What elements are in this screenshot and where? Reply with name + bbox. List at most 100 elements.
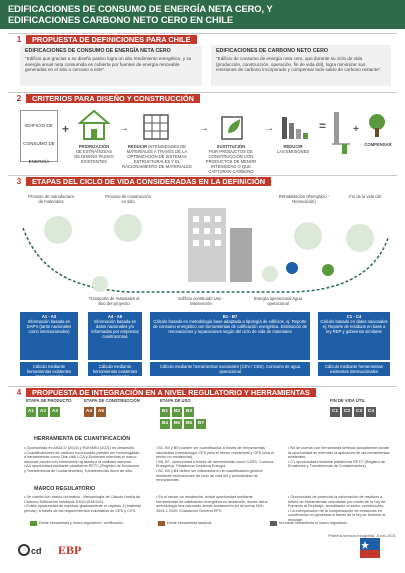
stage-code: C1 - C4: [346, 314, 362, 319]
tools-title: HERRAMIENTA DE CUANTIFICACIÓN: [34, 436, 131, 442]
legend-swatch: [270, 521, 277, 526]
stage-code-chip: B4: [160, 419, 170, 429]
group-title: ETAPA DE USO: [160, 398, 191, 403]
legend-text: Existe herramienta nacional: [167, 521, 212, 525]
arrow-icon: →: [199, 123, 209, 134]
definition-energy: EDIFICACIONES DE CONSUMO DE ENERGÍA NETA…: [20, 45, 202, 86]
lifecycle-label: Proceso de manufactura de materiales: [28, 194, 74, 204]
stage-text: Información basada en DAP's (tanto nacio…: [26, 319, 72, 334]
step-title: SUSTITUCIÓN: [216, 144, 246, 149]
leaf-icon: [214, 107, 250, 143]
header-banner: EDIFICACIONES DE CONSUMO DE ENERGÍA NETA…: [0, 0, 405, 29]
stage-box-a1a3: A1 - A3 Información basada en DAP's (tan…: [20, 312, 78, 360]
reg-col-3: • Oportunidad de potenciar la valorizaci…: [288, 495, 386, 522]
stage-box-a4a5: A4 - A5 Información basada en datos naci…: [88, 312, 142, 360]
definition-text: "Edificio de consumo de energía neta cer…: [216, 56, 382, 73]
lifecycle-label: Energía operacional Agua operacional: [253, 296, 303, 306]
legend-swatch: [30, 521, 37, 526]
legend-swatch: [158, 521, 165, 526]
section-number: 4: [14, 388, 24, 397]
stage-text: Cálculo basado en datos nacionales ej: R…: [320, 319, 388, 334]
section-title: CRITERIOS PARA DISEÑO Y CONSTRUCCIÓN: [26, 94, 200, 103]
criteria-step: SUSTITUCIÓN POR PRODUCTOS DE CONSTRUCCIÓ…: [202, 144, 260, 174]
minvu-logo: [360, 538, 380, 562]
page-title: EDIFICACIONES DE CONSUMO DE ENERGÍA NETA…: [8, 3, 273, 25]
definition-text: "Edificio que gracias a su diseño pasivo…: [25, 56, 192, 73]
section-2-header: 2 CRITERIOS PARA DISEÑO Y CONSTRUCCIÓN: [8, 92, 397, 103]
stage-code: A1 - A3: [41, 314, 57, 319]
equals-icon: =: [319, 119, 327, 133]
stage-calc: Cálculo mediante herramientas nacionales…: [150, 362, 310, 376]
stage-code-chip: A5: [96, 407, 106, 417]
stage-code-chip: A3: [50, 407, 60, 417]
stage-code-chip: B3: [184, 407, 194, 417]
section-1-header: 1 PROPUESTA DE DEFINICIONES PARA CHILE: [8, 33, 397, 44]
step-title: REDUCIR: [283, 144, 303, 149]
criteria-step: REDUCIR LAS EMISIONES: [270, 144, 316, 154]
legend-text: Existe herramienta y marco regulatorio /…: [39, 521, 123, 525]
ebp-logo: EBP: [58, 543, 82, 557]
section-number: 3: [14, 177, 24, 186]
lifecycle-label: Fin de la vida útil: [349, 194, 381, 199]
stage-code-chip: C4: [366, 407, 376, 417]
stage-box-b1b7: B1 - B7 Cálculo basado en metodología ba…: [150, 312, 310, 360]
tools-col-3: • No se cuenta con herramienta definida …: [288, 446, 390, 469]
stage-text: Cálculo basado en metodología base adapt…: [153, 319, 307, 334]
plus-icon: +: [62, 122, 70, 136]
arrow-icon: →: [264, 123, 274, 134]
nzeb-building-box: EDIFICIO DE CONSUMO DE ENERGÍA NETA CERO: [20, 110, 58, 182]
stage-code-chip: B7: [196, 419, 206, 429]
stage-box-c1c4: C1 - C4 Cálculo basado en datos nacional…: [318, 312, 390, 360]
result-chart-icon: [332, 104, 350, 156]
cdt-logo: cdt: [18, 540, 45, 560]
group-title: ETAPA DE PRODUCTO: [26, 398, 72, 403]
bars-icon: [276, 107, 312, 143]
stage-code-chip: C1: [330, 407, 340, 417]
stage-calc: Cálculo mediante herramientas existentes…: [20, 362, 78, 379]
stage-code: B1 - B7: [222, 314, 238, 319]
step-title: PRIORIZACIÓN: [78, 144, 110, 149]
definition-title: EDIFICACIONES DE CARBONO NETO CERO: [216, 48, 329, 54]
stage-code-chip: B2: [172, 407, 182, 417]
stage-calc: Cálculo mediante herramientas existentes…: [88, 362, 142, 379]
section-4-header: 4 PROPUESTA DE INTEGRACIÓN EN A NIVEL RE…: [8, 386, 397, 397]
tree-icon: [364, 112, 390, 138]
section-number: 2: [14, 94, 24, 103]
stage-code-chip: A2: [38, 407, 48, 417]
stage-code-chip: B1: [160, 407, 170, 417]
stage-code-chip: A1: [26, 407, 36, 417]
tools-col-1: • Oportunidad en ABACO (2015) y RUHARU (…: [24, 446, 140, 473]
house-icon: [76, 107, 112, 143]
section-3-header: 3 ETAPAS DEL CICLO DE VIDA CONSIDERADAS …: [8, 175, 397, 186]
stage-code-chip: B5: [172, 419, 182, 429]
stage-text: Información basada en datos nacionales y…: [91, 319, 139, 339]
section-title: PROPUESTA DE DEFINICIONES PARA CHILE: [26, 35, 197, 44]
lifecycle-label: Rehabilitación (Remplazo - Renovación): [278, 194, 330, 204]
stage-code-chip: A4: [84, 407, 94, 417]
section-number: 1: [14, 35, 24, 44]
compensate-label: COMPENSAR: [364, 142, 392, 147]
step-text: INTENSIDADES DE MATERIALES A TRAVÉS DE L…: [122, 144, 192, 169]
lifecycle-label: Transporte de materiales al sitio del pr…: [88, 296, 140, 306]
structure-icon: [138, 107, 174, 143]
lifecycle-flow-icon: [22, 208, 389, 293]
lifecycle-label: Proceso de construcción en sitio: [105, 194, 151, 204]
legend-text: No existe herramienta ni marco regulator…: [279, 521, 347, 525]
footer-credit: Primera versión Infografía, Junio 2021: [328, 533, 396, 538]
step-text: LAS EMISIONES: [276, 149, 310, 154]
group-title: ETAPA DE CONSTRUCCIÓN: [84, 398, 140, 403]
title-line-2: EDIFICACIONES CARBONO NETO CERO EN CHILE: [8, 13, 234, 25]
lifecycle-label: Edificio construido Uso - Mantención: [178, 296, 224, 306]
stage-code: A4 - A5: [107, 314, 123, 319]
stage-code-chip: C2: [342, 407, 352, 417]
svg-text:cdt: cdt: [31, 546, 42, 556]
step-title: REDUCIR: [127, 144, 147, 149]
definition-carbon: EDIFICACIONES DE CARBONO NETO CERO "Edif…: [211, 45, 391, 86]
tools-col-2: • B1, B4 y B5 pueden ser cuantificados a…: [156, 446, 274, 483]
plus-icon: +: [353, 124, 359, 135]
stage-code-chip: B6: [184, 419, 194, 429]
section-title: ETAPAS DEL CICLO DE VIDA CONSIDERADAS EN…: [26, 177, 272, 186]
reg-col-2: • En el sector no residencial, existe op…: [156, 495, 268, 513]
definition-title: EDIFICACIONES DE CONSUMO DE ENERGÍA NETA…: [25, 48, 171, 54]
step-text: POR PRODUCTOS DE CONSTRUCCIÓN CON PRODUC…: [205, 149, 257, 174]
